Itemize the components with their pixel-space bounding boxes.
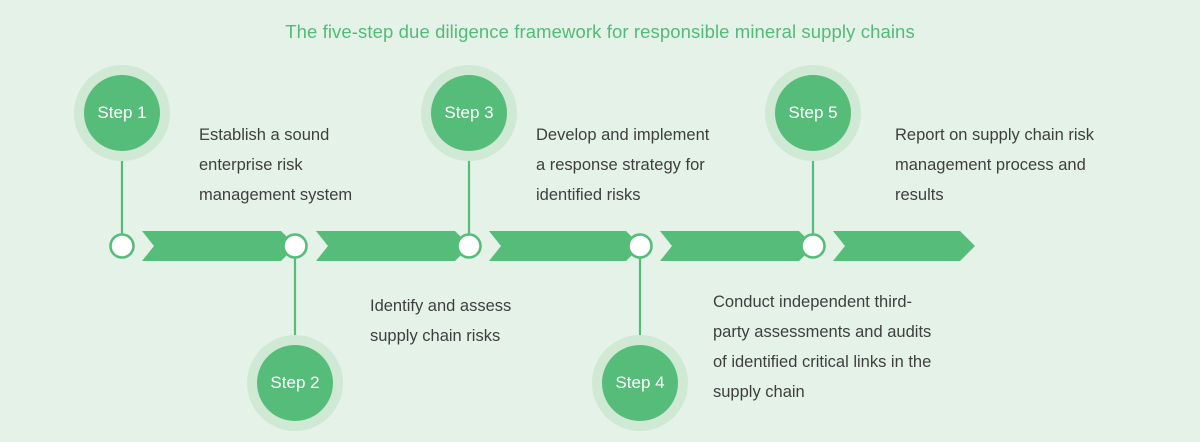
- step-label-4: Step 4: [615, 373, 665, 392]
- chevron-5: [833, 231, 975, 261]
- step-description-3: Develop and implement a response strateg…: [536, 120, 756, 210]
- step-bubble-5[interactable]: Step 5: [765, 65, 861, 161]
- step-description-4-line-2: party assessments and audits: [713, 323, 932, 341]
- step-description-3-line-3: identified risks: [536, 186, 641, 204]
- chevron-2: [316, 231, 470, 261]
- step-label-1: Step 1: [97, 103, 147, 122]
- step-description-5-line-2: management process and: [895, 156, 1086, 174]
- step-description-3-line-1: Develop and implement: [536, 126, 710, 144]
- step-disc-4: Step 4: [602, 345, 678, 421]
- step-bubble-4[interactable]: Step 4: [592, 335, 688, 431]
- step-label-2: Step 2: [270, 373, 320, 392]
- step-description-2: Identify and assess supply chain risks: [370, 291, 580, 351]
- step-disc-1: Step 1: [84, 75, 160, 151]
- step-label-5: Step 5: [788, 103, 838, 122]
- step-bubble-3[interactable]: Step 3: [421, 65, 517, 161]
- timeline-nodes: [109, 233, 826, 259]
- connector-stems: [120, 142, 815, 348]
- step-label-3: Step 3: [444, 103, 494, 122]
- step-description-1-line-3: management system: [199, 186, 353, 204]
- step-description-5: Report on supply chain risk management p…: [895, 120, 1145, 210]
- step-description-1-line-2: enterprise risk: [199, 156, 303, 174]
- step-bubble-2[interactable]: Step 2: [247, 335, 343, 431]
- step-description-3-line-2: a response strategy for: [536, 156, 705, 174]
- timeline-node-3: [456, 233, 482, 259]
- step-description-5-line-3: results: [895, 186, 944, 204]
- chevron-3: [489, 231, 641, 261]
- diagram-title: The five-step due diligence framework fo…: [285, 21, 915, 42]
- step-description-5-line-1: Report on supply chain risk: [895, 126, 1095, 144]
- chevron-4: [660, 231, 814, 261]
- step-bubble-1[interactable]: Step 1: [74, 65, 170, 161]
- step-disc-5: Step 5: [775, 75, 851, 151]
- step-description-4-line-4: supply chain: [713, 383, 805, 401]
- step-description-4-line-1: Conduct independent third-: [713, 293, 913, 311]
- step-description-4: Conduct independent third- party assessm…: [713, 287, 1003, 407]
- step-description-4-line-3: of identified critical links in the: [713, 353, 932, 371]
- step-description-2-line-2: supply chain risks: [370, 327, 501, 345]
- step-description-1: Establish a sound enterprise risk manage…: [199, 120, 399, 210]
- timeline-node-2: [282, 233, 308, 259]
- step-disc-2: Step 2: [257, 345, 333, 421]
- timeline-node-1: [109, 233, 135, 259]
- timeline-node-4: [627, 233, 653, 259]
- step-description-2-line-1: Identify and assess: [370, 297, 512, 315]
- chevron-1: [142, 231, 296, 261]
- timeline-node-5: [800, 233, 826, 259]
- chevron-arrows: [142, 231, 975, 261]
- step-description-1-line-1: Establish a sound: [199, 126, 330, 144]
- step-disc-3: Step 3: [431, 75, 507, 151]
